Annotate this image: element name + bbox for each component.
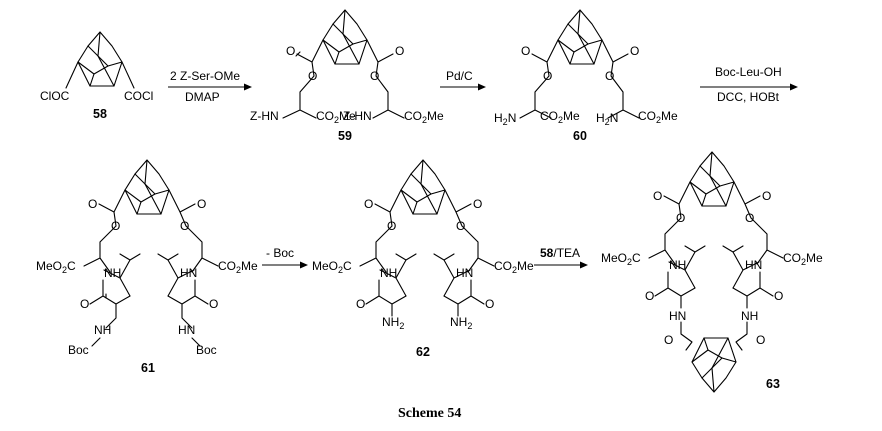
c61-hn-right: HN [180,266,197,280]
c61-meo2c: MeO2C [36,259,76,275]
compound-63-label: 63 [766,377,780,391]
reagent-58-tea: 58/TEA [540,246,580,260]
c62-ester-o-right: O [456,219,465,233]
c63-nh-lower-right: NH [741,309,758,323]
reaction-arrow-3: Boc-Leu-OH DCC, HOBt [700,65,798,104]
compound-62: O O O O MeO2C NH HN CO2Me O O NH2 NH2 62 [312,159,534,359]
c62-nh-left: NH [380,266,397,280]
c63-carbonyl-o-left: O [653,189,662,203]
compound-63: O O O O MeO2C NH HN CO2Me O O HN NH O O … [601,151,823,393]
c63-amide-o-right: O [774,289,783,303]
c59-zhn-right: Z-HN [343,109,372,123]
c63-hn-right: HN [745,258,762,272]
reaction-arrow-4: - Boc [262,246,308,269]
c61-ester-o-left: O [111,219,120,233]
c60-carbonyl-o-left: O [521,44,530,58]
c62-ester-o-left: O [387,219,396,233]
c59-carbonyl-o-right: O [395,44,404,58]
c59-co2me-left: CO2Me [316,109,356,125]
c63-co2me: CO2Me [783,251,823,267]
c63-ester-o-right: O [745,211,754,225]
c61-carbonyl-o-right: O [197,197,206,211]
c61-nh-left: NH [104,266,121,280]
compound-60: O O O O H2N CO2Me H2N CO2Me 60 [494,9,678,143]
c60-ester-o-right: O [605,69,614,83]
c63-amide2-o-left: O [664,333,673,347]
c60-ester-o-left: O [543,69,552,83]
c60-h2n-right: H2N [596,111,618,127]
reaction-arrow-1: 2 Z-Ser-OMe DMAP [168,69,252,104]
c62-carbonyl-o-right: O [473,197,482,211]
c59-ester-o-left: O [308,69,317,83]
reaction-arrow-2: Pd/C [440,69,486,91]
compound-59: O O O O Z-HN CO2Me Z-HN CO2Me 59 [250,9,444,143]
reagent-pd-c: Pd/C [446,69,473,83]
compound-58-label: 58 [93,107,107,121]
c63-ester-o-left: O [676,211,685,225]
compound-60-label: 60 [573,129,587,143]
c62-nh2-right: NH2 [450,315,472,331]
c61-amide-o-left: O [80,297,89,311]
c63-amide2-o-right: O [756,333,765,347]
scheme-caption: Scheme 54 [398,406,461,421]
c61-ester-o-right: O [180,219,189,233]
c62-meo2c: MeO2C [312,259,352,275]
reagent-minus-boc: - Boc [266,246,294,260]
c58-right-acyl-chloride: COCl [124,89,153,103]
c61-amide-o-right: O [209,297,218,311]
c60-carbonyl-o-right: O [630,44,639,58]
compound-61-label: 61 [141,361,155,375]
c59-carbonyl-o-left: O [286,44,295,58]
reagent-z-ser-ome: 2 Z-Ser-OMe [170,69,240,83]
compound-59-label: 59 [338,129,352,143]
c62-hn-right: HN [456,266,473,280]
c62-amide-o-right: O [485,297,494,311]
c61-boc-nh-left: NH [94,323,111,337]
c62-nh2-left: NH2 [382,315,404,331]
c61-carbonyl-o-left: O [88,197,97,211]
c63-meo2c: MeO2C [601,251,641,267]
c59-zhn-left: Z-HN [250,109,279,123]
c61-co2me: CO2Me [218,259,258,275]
c60-co2me-right: CO2Me [638,109,678,125]
c62-amide-o-left: O [356,297,365,311]
c59-co2me-right: CO2Me [404,109,444,125]
reagent-dmap: DMAP [185,90,220,104]
c63-nh-left: NH [669,258,686,272]
reagent-boc-leu-oh: Boc-Leu-OH [715,65,782,79]
c61-boc-hn-right: HN [178,323,195,337]
compound-62-label: 62 [416,345,430,359]
c59-ester-o-right: O [370,69,379,83]
reagent-dcc-hobt: DCC, HOBt [717,90,780,104]
c63-carbonyl-o-right: O [762,189,771,203]
c61-boc-left: Boc [68,343,89,357]
c61-boc-right: Boc [196,343,217,357]
c63-amide-o-left: O [645,289,654,303]
compound-58: ClOC COCl 58 [40,31,153,121]
c63-hn-lower-left: HN [669,309,686,323]
c60-h2n-left: H2N [494,111,516,127]
compound-61: O O O O MeO2C NH HN CO2Me O O NH HN Boc … [36,159,258,375]
reaction-arrow-5: 58/TEA [534,246,588,269]
c60-co2me-left: CO2Me [540,109,580,125]
c62-co2me: CO2Me [494,259,534,275]
c62-carbonyl-o-left: O [364,197,373,211]
c58-left-acyl-chloride: ClOC [40,89,70,103]
